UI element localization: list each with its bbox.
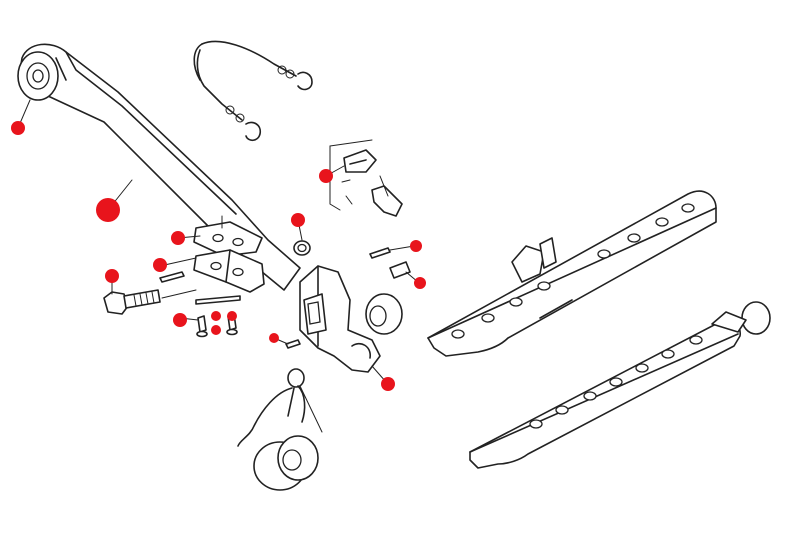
reference-marker[interactable] [291,213,305,227]
reference-marker[interactable] [319,169,333,183]
reference-marker[interactable] [105,269,119,283]
quick-hitch-hook [299,265,403,373]
retaining-clip [195,295,241,305]
reference-markers [11,121,426,391]
lower-link-arm [17,43,301,291]
reference-marker[interactable] [171,231,185,245]
stabilizer-clamp [511,245,545,283]
screw [197,315,207,333]
pin [159,271,185,283]
reference-marker[interactable] [381,377,395,391]
stabilizer-bar-upper [427,190,717,357]
sleeve [389,261,411,279]
lower-plate [193,249,265,293]
reference-marker[interactable] [410,240,422,252]
reference-marker[interactable] [227,311,237,321]
latch-assembly [329,139,403,217]
reference-marker[interactable] [414,277,426,289]
small-hardware [159,240,411,349]
reference-marker[interactable] [96,198,120,222]
latch-lever [371,185,403,217]
stabilizer-bar-lower [469,301,771,469]
stabilizer-ball [741,301,771,335]
reference-marker[interactable] [211,311,221,321]
mounting-bracket [193,215,265,293]
hex-bolt [103,289,197,315]
chain-hook [245,121,262,142]
check-chain [193,40,313,142]
upper-plate [193,221,263,257]
chain-hook [297,71,313,91]
reference-marker[interactable] [11,121,25,135]
reference-marker[interactable] [211,325,221,335]
pin [369,247,391,259]
pin [285,339,301,349]
ball-with-lanyard [237,368,323,491]
reference-marker[interactable] [153,258,167,272]
reference-marker[interactable] [173,313,187,327]
reference-marker[interactable] [269,333,279,343]
